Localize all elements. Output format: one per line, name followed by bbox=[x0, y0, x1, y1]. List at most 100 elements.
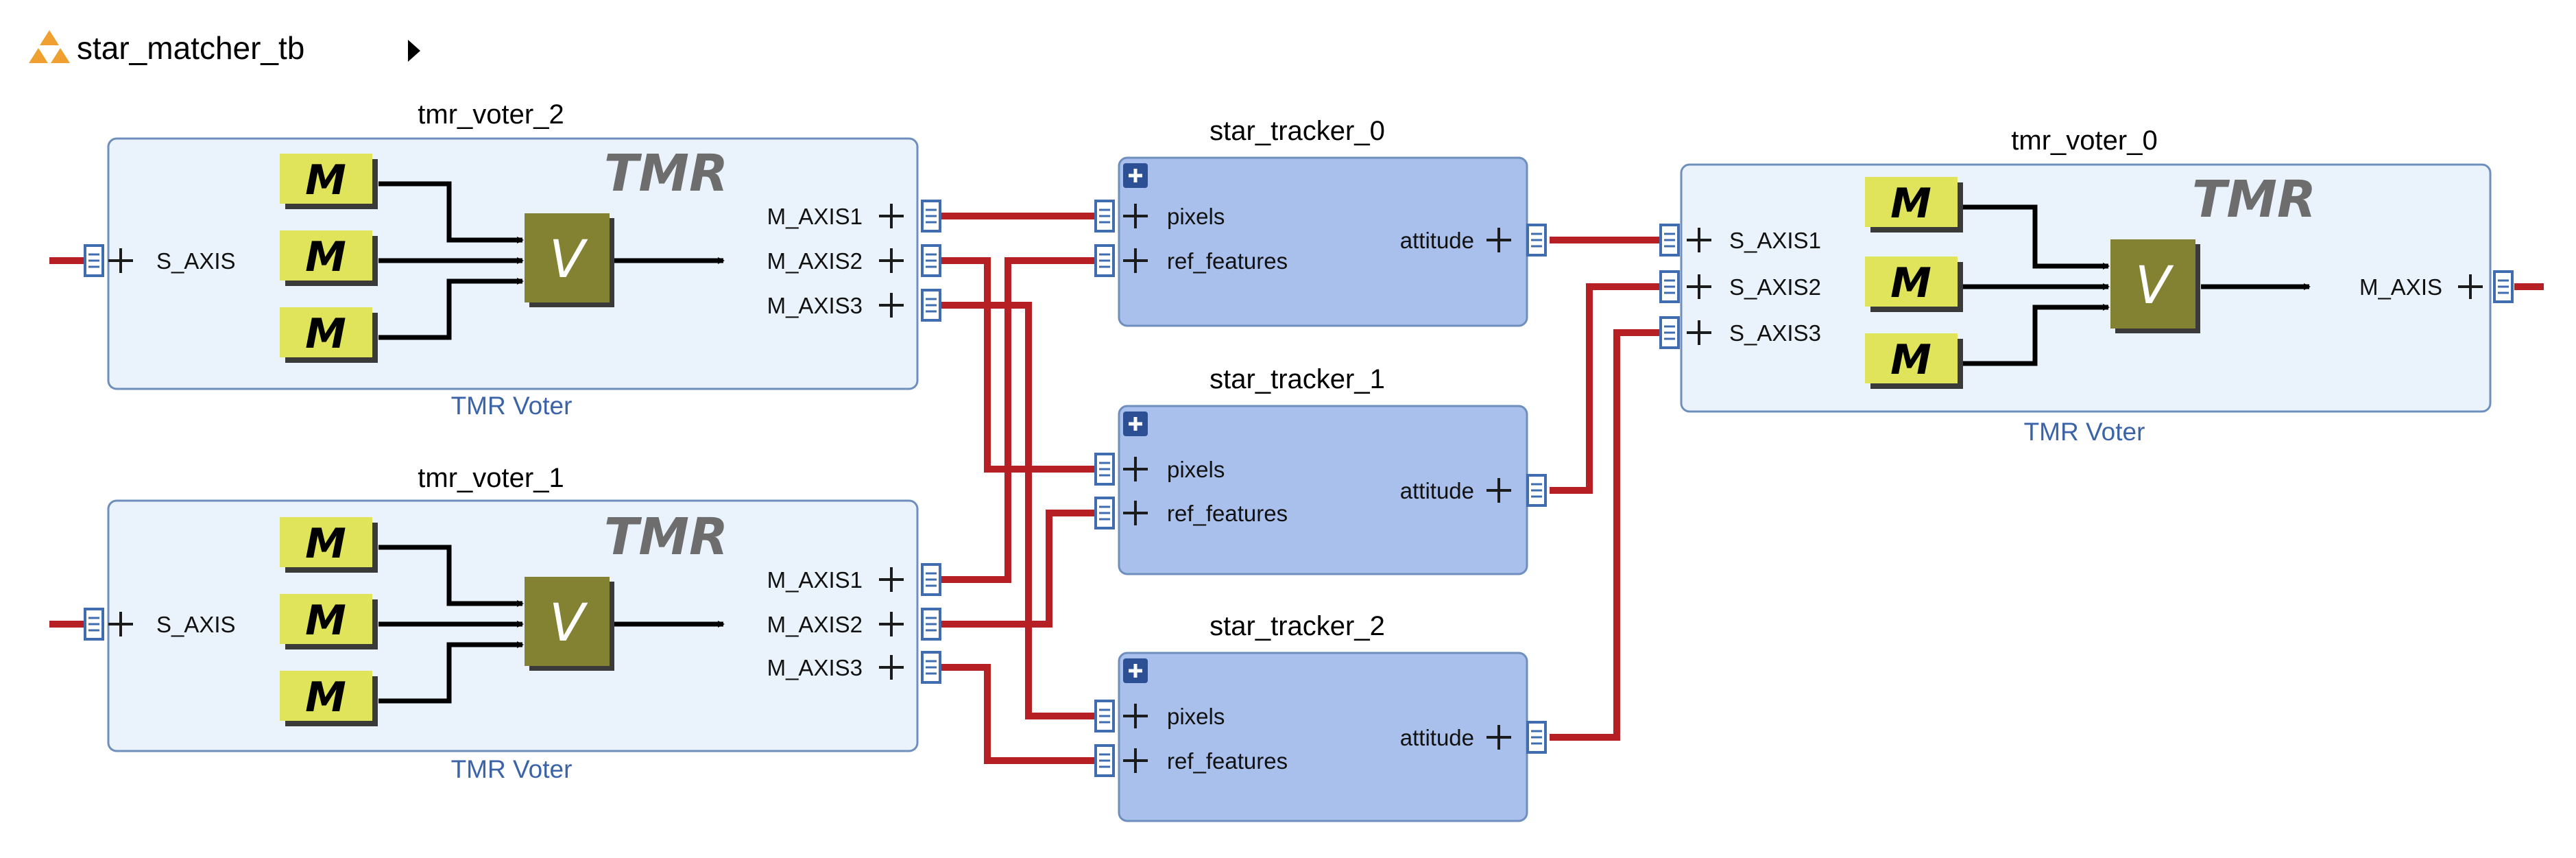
port-m-axis[interactable]: M_AXIS bbox=[2359, 270, 2514, 303]
port-label: ref_features bbox=[1167, 748, 1288, 774]
net-v1-m1-tracker0-ref[interactable] bbox=[941, 257, 1107, 583]
port-pixels[interactable]: pixels bbox=[1094, 200, 1225, 233]
port-s-axis[interactable]: S_AXIS bbox=[84, 244, 236, 277]
port-s-axis3[interactable]: S_AXIS3 bbox=[1659, 316, 1821, 349]
svg-text:V: V bbox=[2135, 254, 2174, 315]
voter-module: V bbox=[2110, 239, 2200, 333]
voter-module: V bbox=[525, 577, 614, 671]
port-label: M_AXIS3 bbox=[767, 655, 863, 680]
port-label: attitude bbox=[1400, 725, 1474, 750]
port-label: S_AXIS1 bbox=[1729, 228, 1821, 253]
port-ref-features[interactable]: ref_features bbox=[1094, 744, 1288, 777]
nets bbox=[49, 213, 2544, 764]
internal-wiring bbox=[1962, 204, 2311, 366]
port-s-axis[interactable]: S_AXIS bbox=[84, 608, 236, 641]
m-module: M bbox=[1865, 177, 1963, 233]
net-v1-m3-tracker2-ref[interactable] bbox=[941, 664, 1107, 764]
voter-module: V bbox=[525, 213, 614, 307]
svg-text:V: V bbox=[549, 592, 588, 653]
port-s-axis2[interactable]: S_AXIS2 bbox=[1659, 270, 1821, 303]
port-m-axis2[interactable]: M_AXIS2 bbox=[767, 244, 941, 277]
port-attitude[interactable]: attitude bbox=[1400, 474, 1547, 507]
svg-text:M: M bbox=[305, 674, 346, 722]
svg-text:M: M bbox=[305, 597, 346, 645]
port-ref-features[interactable]: ref_features bbox=[1094, 497, 1288, 529]
port-s-axis1[interactable]: S_AXIS1 bbox=[1659, 224, 1821, 257]
port-label: ref_features bbox=[1167, 248, 1288, 274]
m-module: M bbox=[280, 307, 378, 363]
svg-text:V: V bbox=[549, 228, 588, 289]
svg-text:M: M bbox=[305, 156, 346, 204]
m-module: M bbox=[280, 517, 378, 573]
tmr-voter-1-block[interactable]: tmr_voter_1 TMR M M M V bbox=[84, 463, 941, 783]
port-label: attitude bbox=[1400, 228, 1474, 253]
svg-text:M: M bbox=[1890, 180, 1931, 228]
play-arrow-icon[interactable] bbox=[408, 40, 420, 62]
port-label: M_AXIS1 bbox=[767, 567, 863, 593]
port-m-axis2[interactable]: M_AXIS2 bbox=[767, 608, 941, 641]
expand-plus-icon[interactable] bbox=[1123, 412, 1148, 436]
diagram-header: star_matcher_tb bbox=[29, 30, 420, 66]
tmr-watermark: TMR bbox=[604, 144, 728, 203]
port-pixels[interactable]: pixels bbox=[1094, 700, 1225, 732]
port-label: pixels bbox=[1167, 457, 1225, 482]
m-module: M bbox=[280, 230, 378, 286]
port-label: M_AXIS3 bbox=[767, 293, 863, 318]
tmr-voter-0-block[interactable]: tmr_voter_0 TMR M M M V bbox=[1659, 126, 2514, 446]
tmr-watermark: TMR bbox=[604, 508, 728, 567]
instance-name: tmr_voter_0 bbox=[2011, 126, 2157, 156]
block-subtitle: TMR Voter bbox=[451, 755, 573, 783]
m-module: M bbox=[280, 594, 378, 650]
internal-wiring bbox=[378, 545, 725, 704]
net-tracker1-attitude[interactable] bbox=[1550, 283, 1673, 494]
instance-name: tmr_voter_2 bbox=[418, 99, 564, 130]
star-tracker-0-block[interactable]: star_tracker_0 pixels ref_features attit… bbox=[1094, 116, 1547, 327]
port-m-axis3[interactable]: M_AXIS3 bbox=[767, 289, 941, 322]
instance-name: star_tracker_2 bbox=[1209, 611, 1385, 641]
net-v2-m2-tracker1-pixels[interactable] bbox=[941, 257, 1107, 473]
svg-text:M: M bbox=[305, 520, 346, 568]
port-m-axis1[interactable]: M_AXIS1 bbox=[767, 200, 941, 233]
diagram-title: star_matcher_tb bbox=[77, 30, 304, 66]
tmr-watermark: TMR bbox=[2192, 170, 2316, 229]
tmr-voter-2-block[interactable]: tmr_voter_2 TMR M M M V bbox=[84, 99, 941, 420]
port-label: S_AXIS3 bbox=[1729, 320, 1821, 346]
port-label: S_AXIS2 bbox=[1729, 274, 1821, 300]
port-m-axis3[interactable]: M_AXIS3 bbox=[767, 651, 941, 684]
port-label: ref_features bbox=[1167, 501, 1288, 526]
expand-plus-icon[interactable] bbox=[1123, 658, 1148, 683]
net-v1-m2-tracker1-ref[interactable] bbox=[941, 510, 1107, 628]
internal-wiring bbox=[378, 181, 725, 340]
port-label: S_AXIS bbox=[156, 612, 236, 637]
port-label: pixels bbox=[1167, 204, 1225, 229]
port-ref-features[interactable]: ref_features bbox=[1094, 244, 1288, 277]
port-label: S_AXIS bbox=[156, 248, 236, 274]
svg-text:M: M bbox=[1890, 259, 1931, 307]
instance-name: star_tracker_1 bbox=[1209, 364, 1385, 394]
port-label: M_AXIS1 bbox=[767, 204, 863, 229]
m-module: M bbox=[280, 671, 378, 726]
star-tracker-1-block[interactable]: star_tracker_1 pixels ref_features attit… bbox=[1094, 364, 1547, 575]
net-tracker2-attitude[interactable] bbox=[1550, 329, 1673, 741]
svg-text:M: M bbox=[305, 310, 346, 358]
m-module: M bbox=[280, 154, 378, 209]
port-label: M_AXIS2 bbox=[767, 248, 863, 274]
port-label: pixels bbox=[1167, 704, 1225, 729]
svg-text:M: M bbox=[305, 233, 346, 281]
port-attitude[interactable]: attitude bbox=[1400, 224, 1547, 257]
port-pixels[interactable]: pixels bbox=[1094, 453, 1225, 486]
port-label: M_AXIS2 bbox=[767, 612, 863, 637]
port-label: M_AXIS bbox=[2359, 274, 2442, 300]
expand-plus-icon[interactable] bbox=[1123, 163, 1148, 188]
hierarchy-icon bbox=[29, 30, 70, 63]
block-subtitle: TMR Voter bbox=[451, 392, 573, 420]
instance-name: star_tracker_0 bbox=[1209, 116, 1385, 146]
port-attitude[interactable]: attitude bbox=[1400, 721, 1547, 754]
m-module: M bbox=[1865, 333, 1963, 389]
port-m-axis1[interactable]: M_AXIS1 bbox=[767, 563, 941, 596]
svg-text:M: M bbox=[1890, 336, 1931, 384]
net-v2-m3-tracker2-pixels[interactable] bbox=[941, 302, 1107, 719]
star-tracker-2-block[interactable]: star_tracker_2 pixels ref_features attit… bbox=[1094, 611, 1547, 822]
block-subtitle: TMR Voter bbox=[2024, 418, 2145, 446]
instance-name: tmr_voter_1 bbox=[418, 463, 564, 493]
